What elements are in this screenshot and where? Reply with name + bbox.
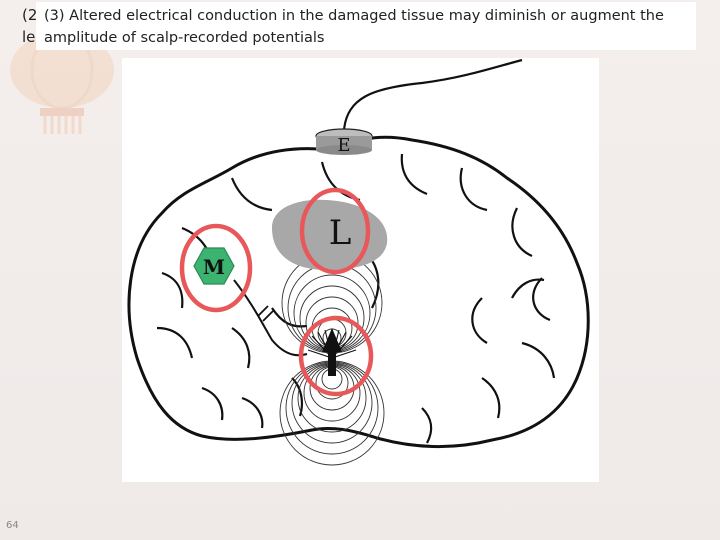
scalp-electrode (315, 128, 373, 155)
highlight-ring-modulator (179, 223, 253, 313)
electrode-wire (342, 58, 523, 131)
modulator-hexagon (193, 247, 235, 285)
pathway-break-marks (257, 305, 274, 322)
modulator-pathway (233, 279, 308, 357)
brain-diagram-svg: L E (127, 58, 590, 466)
partial-title-behind: (2 le (22, 6, 38, 46)
electrode-label: E (337, 135, 350, 156)
dipole-source (307, 328, 357, 376)
brain-outline (127, 135, 590, 449)
brain-diagram: L E (122, 58, 599, 482)
highlight-ring-source (298, 315, 374, 397)
slide-title: (3) Altered electrical conduction in the… (44, 5, 694, 49)
page-number: 64 (6, 520, 19, 531)
highlight-ring-lesion (299, 187, 371, 275)
modulator-label: M (203, 255, 225, 279)
slide-title-box: (3) Altered electrical conduction in the… (36, 2, 696, 50)
sulci-lines (156, 153, 556, 444)
slide-title-line2: amplitude of scalp-recorded potentials (44, 30, 325, 46)
slide-title-line1: (3) Altered electrical conduction in the… (44, 8, 664, 24)
lesion-region (272, 199, 388, 270)
lesion-label: L (329, 213, 352, 253)
highlight-rings (179, 187, 374, 397)
